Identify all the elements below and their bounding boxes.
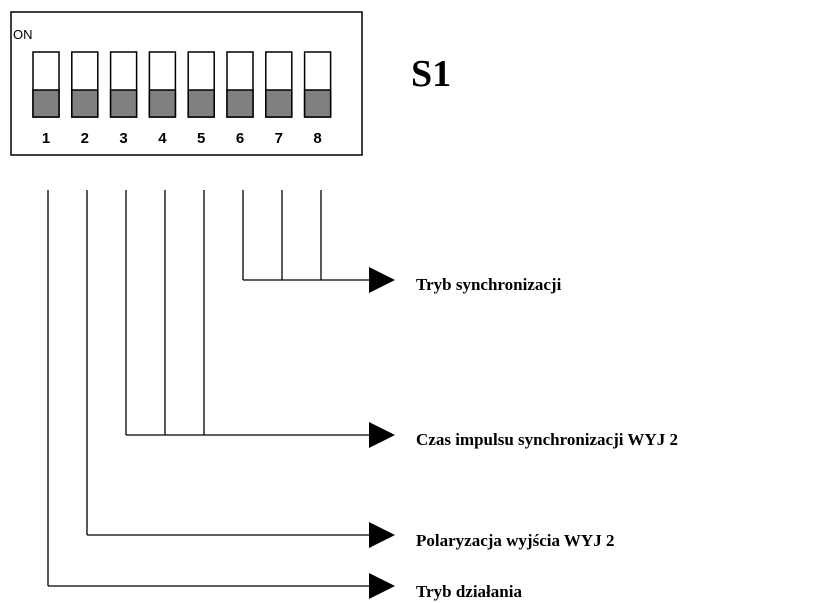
function-label: Polaryzacja wyjścia WYJ 2: [416, 531, 614, 550]
switch-number-group: 1 2 3 4 5 6 7 8: [42, 130, 322, 147]
switch-group: [32, 51, 332, 118]
switch-number-5: 5: [197, 130, 205, 147]
routing-lines: [47, 190, 395, 599]
switch-number-8: 8: [313, 130, 321, 147]
dip-switch-lever-4: [148, 89, 177, 118]
switch-number-4: 4: [158, 130, 167, 147]
on-label: ON: [13, 27, 33, 42]
switch-number-1: 1: [42, 130, 50, 147]
switch-number-2: 2: [81, 130, 89, 147]
dip-switch-lever-8: [303, 89, 332, 118]
arrow-head-icon: [369, 267, 395, 293]
switch-number-6: 6: [236, 130, 244, 147]
dip-switch-lever-2: [71, 89, 99, 118]
dip-switch-housing: [10, 11, 363, 156]
switch-number-3: 3: [119, 130, 127, 147]
switch-number-7: 7: [275, 130, 283, 147]
function-label: Czas impulsu synchronizacji WYJ 2: [416, 430, 678, 449]
arrow-head-icon: [369, 573, 395, 599]
switch-designator: S1: [411, 53, 451, 95]
dip-switch-lever-6: [226, 89, 254, 118]
dip-switch-lever-5: [187, 89, 215, 118]
arrow-head-icon: [369, 422, 395, 448]
function-label: Tryb działania: [416, 582, 522, 601]
dip-switch-lever-7: [265, 89, 293, 118]
dip-switch-lever-1: [32, 89, 60, 118]
dip-switch-lever-3: [109, 89, 138, 118]
function-label: Tryb synchronizacji: [416, 275, 562, 294]
arrow-head-icon: [369, 522, 395, 548]
